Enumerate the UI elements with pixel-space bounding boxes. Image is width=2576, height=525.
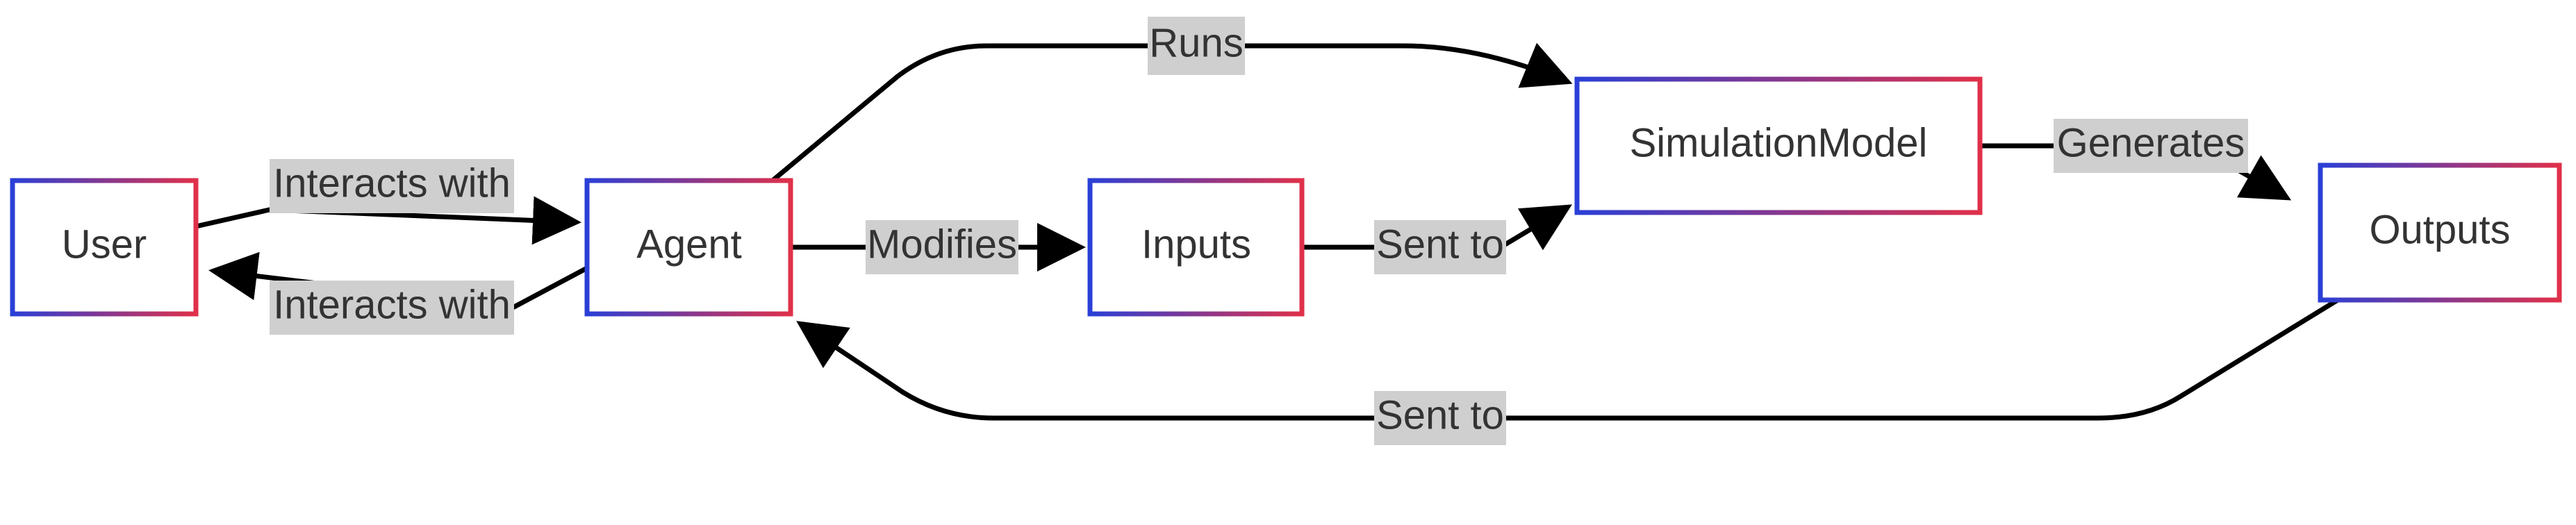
svg-text:Sent to: Sent to [1376, 222, 1504, 267]
edge-label-simulation-to-outputs: Generates [2054, 119, 2248, 173]
edge-label-inputs-to-simulation: Sent to [1374, 220, 1506, 274]
edge-agent-to-simulation [770, 42, 1573, 183]
node-user-label: User [62, 222, 147, 267]
node-user[interactable]: User [10, 178, 199, 317]
node-simulation-model-label: SimulationModel [1630, 120, 1928, 165]
node-inputs[interactable]: Inputs [1087, 178, 1305, 317]
node-agent-label: Agent [636, 222, 742, 267]
edge-label-agent-to-inputs: Modifies [866, 220, 1018, 274]
node-inputs-label: Inputs [1141, 222, 1251, 267]
svg-text:Interacts with: Interacts with [273, 282, 511, 327]
edge-label-user-to-agent: Interacts with [270, 159, 514, 213]
svg-text:Generates: Generates [2057, 120, 2245, 165]
svg-text:Runs: Runs [1149, 20, 1243, 65]
node-agent[interactable]: Agent [584, 178, 793, 317]
edge-label-outputs-to-agent: Sent to [1374, 391, 1506, 445]
node-simulation-model[interactable]: SimulationModel [1574, 76, 1983, 215]
edge-label-agent-to-user: Interacts with [270, 281, 514, 335]
svg-text:Modifies: Modifies [867, 222, 1017, 267]
svg-text:Sent to: Sent to [1376, 392, 1504, 438]
edge-outputs-to-agent [796, 298, 2339, 421]
node-outputs[interactable]: Outputs [2318, 162, 2562, 303]
node-outputs-label: Outputs [2369, 207, 2510, 252]
edge-label-agent-to-simulation: Runs [1148, 17, 1245, 75]
svg-text:Interacts with: Interacts with [273, 160, 511, 206]
